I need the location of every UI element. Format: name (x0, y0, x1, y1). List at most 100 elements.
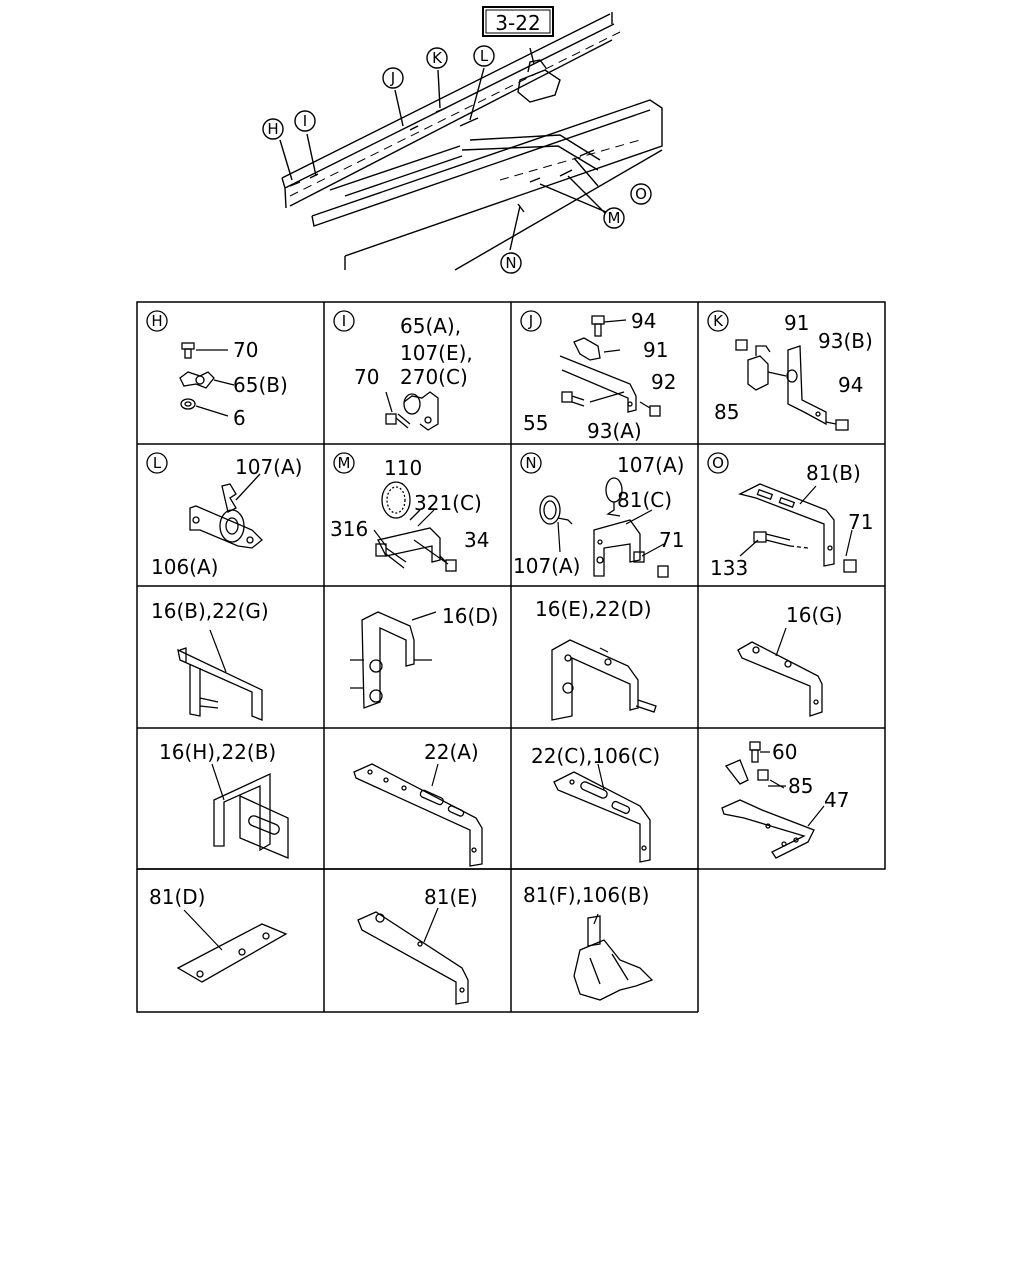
part-drawing-o (738, 483, 857, 573)
part-number-label: 16(B),22(G) (151, 599, 269, 623)
panel-letter-circle (146, 452, 168, 474)
part-number-label: 34 (464, 528, 489, 552)
callout-circle (294, 110, 316, 132)
part-number-label: 321(C) (414, 491, 482, 515)
part-drawing-81e (357, 911, 469, 1005)
part-drawing-22c-106c (553, 771, 651, 863)
part-drawing-22a (353, 763, 483, 867)
panel: 16(B),22(G) (151, 599, 269, 623)
part-drawing-k (735, 339, 849, 431)
part-number-label: 6 (233, 406, 246, 430)
panel: 16(D) (442, 604, 498, 628)
part-number-label: 60 (772, 740, 797, 764)
part-drawing-16d (350, 611, 432, 709)
part-number-label: 16(H),22(B) (159, 740, 276, 764)
panel-letter: J (528, 312, 533, 330)
callout-letter: H (267, 120, 278, 138)
panel: 22(A) (424, 740, 479, 764)
callout-letter: O (635, 185, 647, 203)
part-number-label: 71 (848, 510, 873, 534)
part-number-label: 106(A) (151, 555, 218, 579)
part-drawing-n (539, 477, 669, 578)
part-drawing-16e-22d (551, 639, 657, 721)
parts-grid (136, 301, 886, 1013)
panel-letter: O (712, 454, 724, 472)
part-number-label: 91 (784, 311, 809, 335)
reference-box: 3-22 (482, 6, 554, 37)
part-number-label: 65(A), (400, 314, 461, 338)
overview-callout: K (426, 47, 448, 69)
panel: 81(E) (424, 885, 478, 909)
panel-letter: K (713, 312, 724, 330)
part-number-label: 270(C) (400, 365, 468, 389)
part-number-label: 16(D) (442, 604, 498, 628)
part-number-label: 71 (659, 528, 684, 552)
part-drawing-j (559, 315, 661, 417)
part-number-label: 81(E) (424, 885, 478, 909)
callout-circle (603, 207, 625, 229)
part-number-label: 81(F),106(B) (523, 883, 649, 907)
panel: 81(D) (149, 885, 205, 909)
panel-letter-circle (146, 310, 168, 332)
callout-circle (262, 118, 284, 140)
part-number-label: 93(A) (587, 419, 642, 443)
part-number-label: 16(G) (786, 603, 843, 627)
grid-leaders (183, 485, 853, 951)
callout-circle (630, 183, 652, 205)
part-number-label: 22(A) (424, 740, 479, 764)
callout-circle (473, 45, 495, 67)
part-number-label: 70 (233, 338, 258, 362)
panel: 16(E),22(D) (535, 597, 652, 621)
panel: 16(H),22(B) (159, 740, 276, 764)
part-drawing-47 (721, 741, 815, 859)
part-number-label: 55 (523, 411, 548, 435)
part-drawings (176, 315, 857, 1005)
part-number-label: 16(E),22(D) (535, 597, 652, 621)
part-drawing-l (189, 473, 263, 549)
part-number-label: 110 (384, 456, 422, 480)
part-number-label: 316 (330, 517, 368, 541)
panel-letter: N (525, 454, 536, 472)
panel: 81(F),106(B) (523, 883, 649, 907)
part-number-label: 94 (631, 309, 656, 333)
overview-callout: M (603, 207, 625, 229)
callout-circle (500, 252, 522, 274)
part-drawing-i (385, 391, 439, 431)
panel: 60 85 47 (772, 740, 849, 812)
overview-callout: H (262, 118, 284, 140)
part-number-label: 91 (643, 338, 668, 362)
chassis-overview (279, 12, 663, 271)
callout-letter: M (608, 209, 621, 227)
panel: 16(G) (786, 603, 843, 627)
part-drawing-16h-22b (213, 772, 289, 859)
part-drawing-16g (737, 641, 823, 717)
part-drawing-81f-106b (573, 915, 654, 1001)
part-number-label: 81(C) (617, 488, 672, 512)
part-number-label: 47 (824, 788, 849, 812)
part-number-label: 133 (710, 556, 748, 580)
part-drawing-h (179, 342, 235, 417)
panel-letter-circle (333, 310, 355, 332)
part-number-label: 107(A) (513, 554, 580, 578)
overview-callout: N (500, 252, 522, 274)
panel-letter: H (151, 312, 162, 330)
overview-callout: L (473, 45, 495, 67)
panel-letter-circle (520, 310, 542, 332)
overview-callout: J (382, 67, 404, 89)
part-drawing-16b-22g (177, 647, 263, 721)
part-number-label: 85 (788, 774, 813, 798)
callout-letter: J (390, 69, 395, 87)
part-number-label: 107(A) (235, 455, 302, 479)
part-drawing-m (375, 481, 457, 572)
part-number-label: 94 (838, 373, 863, 397)
